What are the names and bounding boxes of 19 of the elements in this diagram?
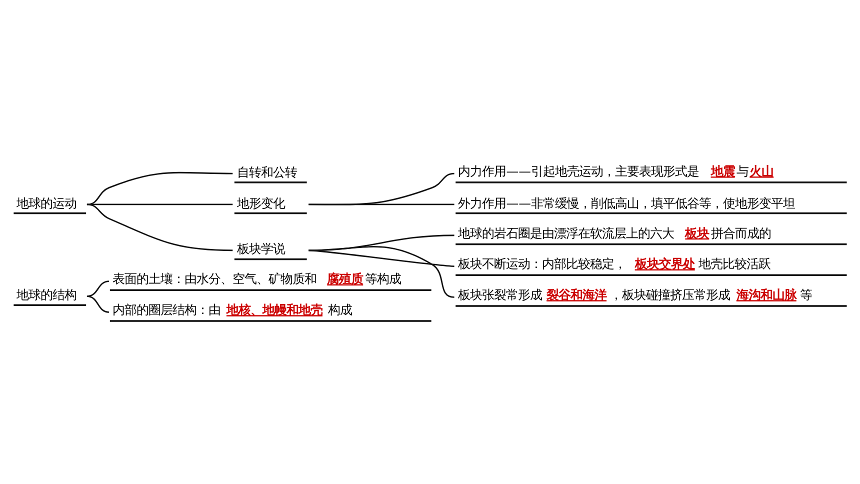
node-text: 板块张裂常形成裂谷和海洋，板块碰撞挤压常形成海沟和山脉等 (458, 288, 812, 302)
connector (86, 296, 110, 313)
node-text: 外力作用——非常缓慢，削低高山，填平低谷等，使地形变平坦 (458, 196, 795, 210)
node-text: 地球的岩石圈是由漂浮在软流层上的六大板块拼合而成的 (458, 226, 771, 240)
connector (86, 280, 110, 297)
connector (86, 172, 233, 206)
connector (308, 246, 454, 298)
connector (308, 172, 454, 206)
connector (308, 204, 454, 206)
node-text: 地球的运动 (16, 196, 76, 210)
node-text: 自转和公转 (237, 165, 298, 180)
node-text: 地球的结构 (16, 288, 76, 302)
node-text: 内部的圈层结构：由地核、地幔和地壳构成 (112, 303, 352, 318)
node-text: 板块不断运动：内部比较稳定，板块交界处地壳比较活跃 (458, 257, 770, 272)
node-text: 板块学说 (237, 242, 286, 256)
node-text: 内力作用——引起地壳运动，主要表现形式是地震与火山 (458, 164, 774, 179)
node-text: 地形变化 (237, 196, 286, 210)
connector (86, 204, 233, 252)
node-text: 表面的土壤：由水分、空气、矿物质和腐殖质等构成 (112, 272, 402, 286)
